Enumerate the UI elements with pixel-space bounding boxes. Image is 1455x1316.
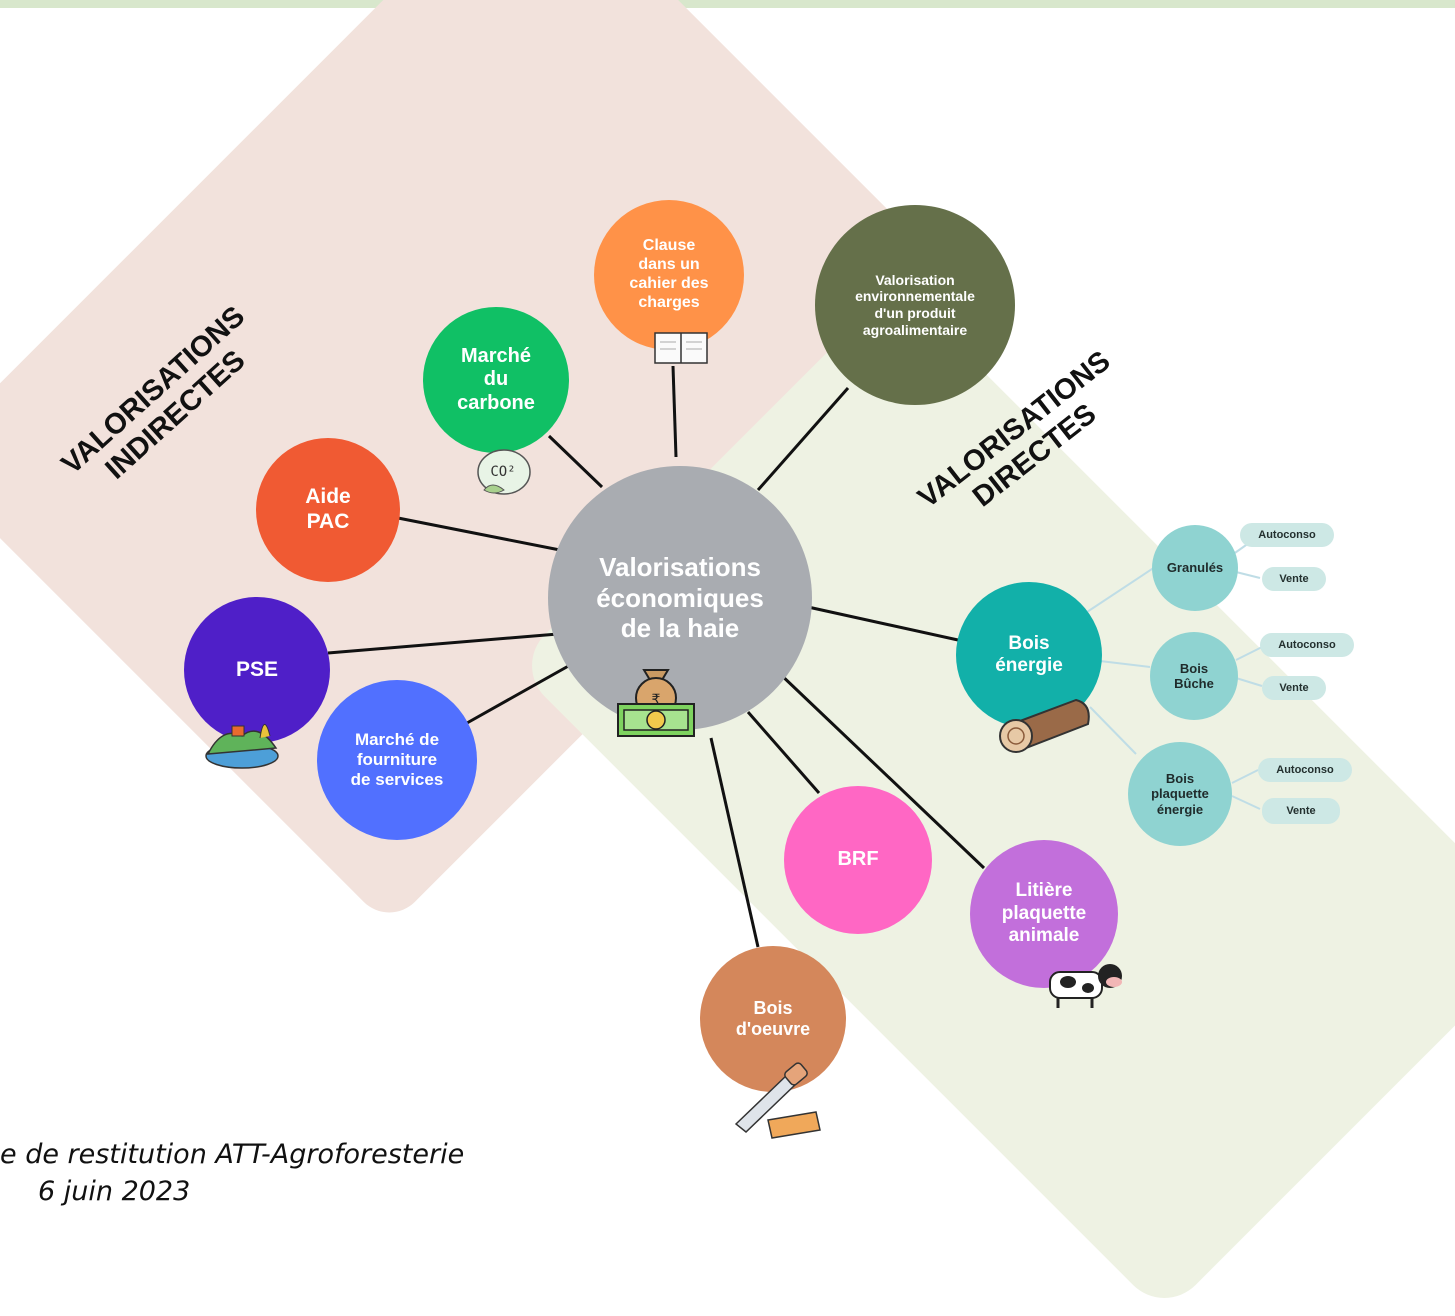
link-aide-pac	[397, 516, 566, 553]
bois-oeuvre-node: Bois d'oeuvre	[700, 946, 846, 1092]
pse-node: PSE	[184, 597, 330, 743]
litiere-node: Litière plaquette animale	[970, 840, 1118, 988]
granules-node: Granulés	[1152, 525, 1238, 611]
bois-buche-node: Bois Bûche	[1150, 632, 1238, 720]
aide-pac-label: Aide PAC	[305, 485, 351, 533]
pse-label: PSE	[235, 657, 279, 681]
landscape-icon	[205, 724, 279, 769]
svg-text:₹: ₹	[652, 692, 661, 708]
bois-plaquette-node: Bois plaquette énergie	[1128, 742, 1232, 846]
link-bois-buche	[1099, 660, 1151, 668]
marche-carbone-label: Marché du carbone	[457, 344, 535, 414]
valorisation-env-node: Valorisation environnementale d'un produ…	[815, 205, 1015, 405]
bois-plaquette-label: Bois plaquette énergie	[1151, 771, 1209, 817]
autoconso-pill: Autoconso	[1240, 523, 1334, 547]
marche-carbone-node: Marché du carbone	[423, 307, 569, 453]
vente-pill: Vente	[1262, 567, 1326, 591]
link-marche-carbone	[547, 434, 604, 489]
marche-services-label: Marché de fourniture de services	[350, 729, 444, 790]
link-bois-oeuvre	[709, 737, 760, 948]
link-pse	[327, 631, 571, 655]
bois-buche-label: Bois Bûche	[1174, 660, 1214, 691]
link-bois-plaquette	[1089, 706, 1137, 755]
vente-pill: Vente	[1262, 676, 1326, 700]
notebook-icon	[654, 332, 708, 364]
valorisation-env-label: Valorisation environnementale d'un produ…	[855, 271, 975, 338]
aide-pac-node: Aide PAC	[256, 438, 400, 582]
autoconso-pill: Autoconso	[1260, 633, 1354, 657]
link-litiere	[776, 670, 986, 870]
clause-node: Clause dans un cahier des charges	[594, 200, 744, 350]
link-granules	[1086, 566, 1156, 613]
bois-oeuvre-label: Bois d'oeuvre	[735, 997, 811, 1039]
link-valorisation-env	[756, 387, 850, 491]
top-bar	[0, 0, 1455, 8]
link-brf	[746, 711, 821, 794]
brf-node: BRF	[784, 786, 932, 934]
brf-label: BRF	[837, 848, 879, 871]
cow-icon	[1049, 964, 1122, 1008]
footer-line-1: e de restitution ATT-Agroforesterie	[0, 1139, 465, 1170]
link-clause	[671, 365, 678, 458]
litiere-label: Litière plaquette animale	[1001, 880, 1087, 947]
bois-energie-label: Bois énergie	[995, 632, 1063, 676]
link-bois-energie	[807, 605, 959, 642]
marche-services-node: Marché de fourniture de services	[317, 680, 477, 840]
wood-log-icon	[999, 698, 1090, 753]
autoconso-pill: Autoconso	[1258, 758, 1352, 782]
footer-text: e de restitution ATT-Agroforesterie 6 ju…	[0, 1136, 464, 1211]
money-bag-icon: ₹	[617, 669, 695, 737]
co2-label: CO²	[490, 464, 515, 480]
center-node: Valorisations économiques de la haie	[548, 466, 812, 730]
granules-label: Granulés	[1166, 560, 1224, 576]
saw-wood-icon	[734, 1062, 821, 1139]
footer-line-2: 6 juin 2023	[38, 1176, 191, 1208]
center-label: Valorisations économiques de la haie	[596, 551, 764, 644]
clause-label: Clause dans un cahier des charges	[629, 237, 709, 311]
co2-leaf-icon: CO²	[477, 449, 531, 495]
vente-pill: Vente	[1262, 798, 1340, 824]
